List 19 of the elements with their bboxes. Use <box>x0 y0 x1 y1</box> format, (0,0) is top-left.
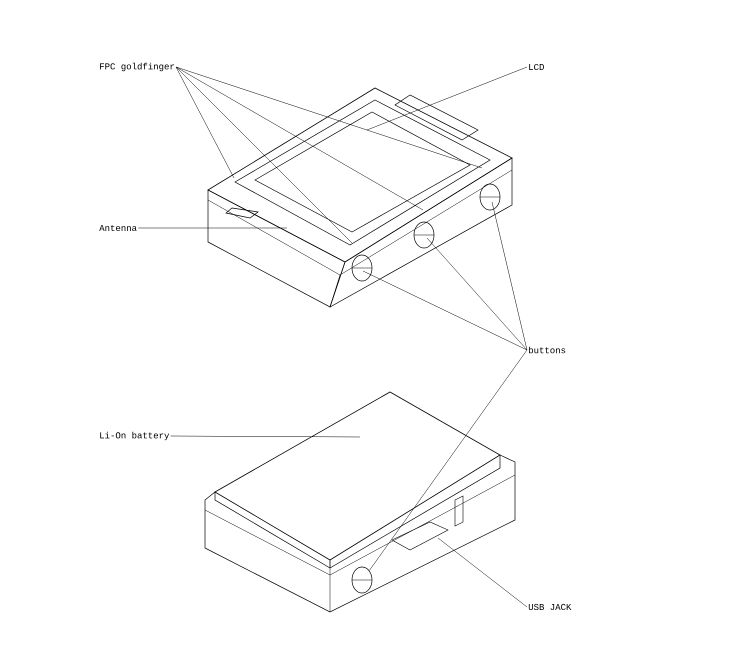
callout-label: Antenna <box>99 224 137 232</box>
leader-line <box>492 202 528 350</box>
leader-line <box>369 350 528 571</box>
callout-label: Li-On battery <box>100 432 170 440</box>
leader-line <box>362 270 528 350</box>
button-circle <box>352 566 372 594</box>
leader-line <box>176 66 352 244</box>
leader-line <box>176 66 424 210</box>
leader-line <box>438 538 528 608</box>
callout-label: USB JACK <box>528 604 572 610</box>
battery-unit-drawing <box>204 392 516 612</box>
leader-line <box>366 66 528 130</box>
callout-label: LCD <box>529 64 544 70</box>
callout-label: buttons <box>528 346 566 354</box>
leader-line <box>426 238 528 350</box>
callout-label: FPC goldfinger <box>100 62 174 72</box>
leader-line <box>170 436 360 438</box>
leader-line <box>176 66 482 168</box>
leader-line <box>176 66 234 178</box>
